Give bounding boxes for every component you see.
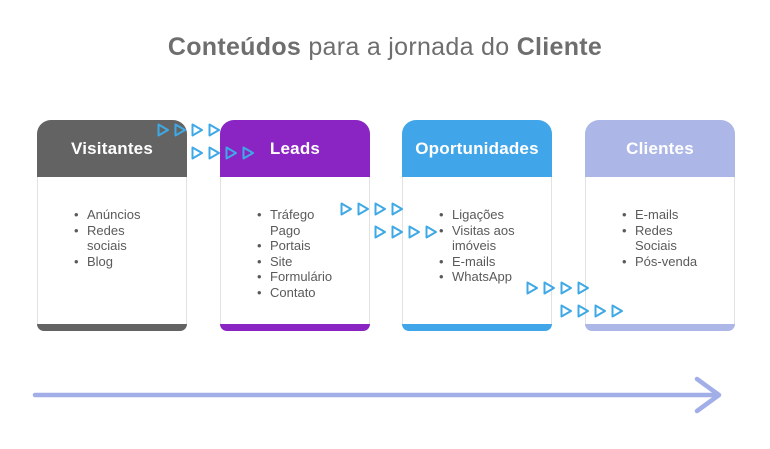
- flow-triangle-icon: [242, 146, 254, 160]
- flow-triangle-icon: [225, 146, 237, 160]
- flow-arrows-leads-oportunidades-row2: [373, 224, 438, 240]
- flow-triangle-icon: [577, 304, 589, 318]
- card-oportunidades-footer-bar: [402, 324, 552, 331]
- journey-direction-arrow-icon: [32, 376, 722, 414]
- list-item: Redes Sociais: [622, 223, 700, 254]
- flow-arrows-visitantes-leads-row2: [190, 145, 255, 161]
- flow-triangle-icon: [191, 123, 203, 137]
- card-oportunidades-header: Oportunidades: [402, 120, 552, 177]
- card-leads-title: Leads: [269, 138, 321, 158]
- card-leads-list: Tráfego PagoPortaisSiteFormulárioContato: [257, 207, 335, 300]
- flow-triangle-icon: [208, 123, 220, 137]
- flow-arrows-visitantes-leads-row1: [156, 122, 221, 138]
- card-visitantes-body: AnúnciosRedes sociaisBlog: [37, 177, 187, 324]
- list-item: Site: [257, 254, 335, 270]
- card-oportunidades-body: LigaçõesVisitas aos imóveisE-mailsWhatsA…: [402, 177, 552, 324]
- list-item: E-mails: [439, 254, 517, 270]
- list-item: WhatsApp: [439, 269, 517, 285]
- flow-triangle-icon: [391, 202, 403, 216]
- card-clientes-list: E-mailsRedes SociaisPós-venda: [622, 207, 700, 269]
- card-leads-body: Tráfego PagoPortaisSiteFormulárioContato: [220, 177, 370, 324]
- flow-arrows-leads-oportunidades-row1: [339, 201, 404, 217]
- card-visitantes-list: AnúnciosRedes sociaisBlog: [74, 207, 152, 269]
- title-bold-lead: Conteúdos: [167, 33, 302, 61]
- card-visitantes-title: Visitantes: [70, 138, 153, 158]
- flow-triangle-icon: [611, 304, 623, 318]
- flow-triangle-icon: [425, 225, 437, 239]
- flow-triangle-icon: [526, 281, 538, 295]
- flow-triangle-icon: [391, 225, 403, 239]
- list-item: E-mails: [622, 207, 700, 223]
- list-item: Pós-venda: [622, 254, 700, 270]
- flow-triangle-icon: [594, 304, 606, 318]
- page-title: Conteúdos para a jornada do Cliente: [0, 33, 770, 62]
- list-item: Blog: [74, 254, 152, 270]
- flow-triangle-icon: [560, 281, 572, 295]
- list-item: Visitas aos imóveis: [439, 223, 517, 254]
- list-item: Redes sociais: [74, 223, 152, 254]
- flow-triangle-icon: [577, 281, 589, 295]
- card-leads-footer-bar: [220, 324, 370, 331]
- list-item: Tráfego Pago: [257, 207, 335, 238]
- flow-triangle-icon: [560, 304, 572, 318]
- flow-triangle-icon: [340, 202, 352, 216]
- card-clientes-title: Clientes: [626, 138, 694, 158]
- flow-triangle-icon: [374, 225, 386, 239]
- list-item: Formulário: [257, 269, 335, 285]
- list-item: Contato: [257, 285, 335, 301]
- flow-triangle-icon: [157, 123, 169, 137]
- card-clientes: Clientes E-mailsRedes SociaisPós-venda: [585, 120, 735, 331]
- card-clientes-header: Clientes: [585, 120, 735, 177]
- flow-triangle-icon: [374, 202, 386, 216]
- flow-triangle-icon: [408, 225, 420, 239]
- title-middle: para a jornada do: [301, 33, 517, 61]
- flow-triangle-icon: [357, 202, 369, 216]
- flow-triangle-icon: [208, 146, 220, 160]
- card-visitantes-footer-bar: [37, 324, 187, 331]
- list-item: Portais: [257, 238, 335, 254]
- card-oportunidades-title: Oportunidades: [415, 138, 539, 158]
- card-oportunidades: Oportunidades LigaçõesVisitas aos imóvei…: [402, 120, 552, 331]
- list-item: Ligações: [439, 207, 517, 223]
- journey-arrow-head-icon: [694, 376, 722, 414]
- flow-arrows-oportunidades-clientes-row1: [525, 280, 590, 296]
- card-oportunidades-list: LigaçõesVisitas aos imóveisE-mailsWhatsA…: [439, 207, 517, 285]
- flow-triangle-icon: [543, 281, 555, 295]
- card-visitantes: Visitantes AnúnciosRedes sociaisBlog: [37, 120, 187, 331]
- card-clientes-footer-bar: [585, 324, 735, 331]
- flow-triangle-icon: [191, 146, 203, 160]
- flow-triangle-icon: [174, 123, 186, 137]
- list-item: Anúncios: [74, 207, 152, 223]
- card-clientes-body: E-mailsRedes SociaisPós-venda: [585, 177, 735, 324]
- title-bold-tail: Cliente: [516, 33, 603, 61]
- card-visitantes-header: Visitantes: [37, 120, 187, 177]
- flow-arrows-oportunidades-clientes-row2: [559, 303, 624, 319]
